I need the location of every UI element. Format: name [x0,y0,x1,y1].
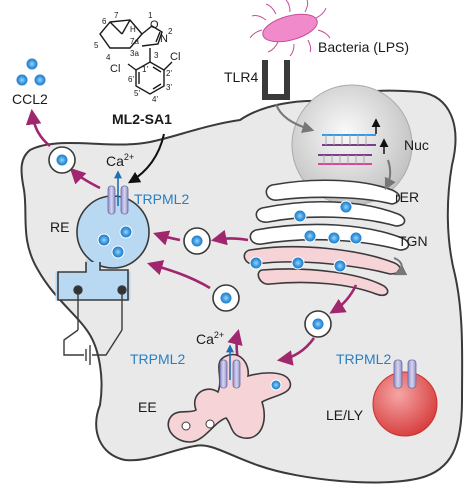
late-endosome-lysosome [372,371,438,437]
trpml2-channel-re-icon [107,170,129,215]
upper-vesicle-to-ccl2-arrow [25,108,51,148]
bacteria-icon [249,0,331,57]
patch-clamp-electrodes [63,285,127,365]
bacteria-label: Bacteria (LPS) [318,39,409,55]
compound-label: ML2-SA1 [112,111,172,127]
lely-label: LE/LY [326,407,364,423]
chem-n1p: 1' [142,65,148,74]
chem-n4p: 4' [152,95,158,104]
chem-o: O [150,19,159,31]
ccl2-label: CCL2 [12,91,48,107]
late-vesicle-to-ee-arrow [276,337,316,366]
trpml2-channel-ly-icon [393,359,417,389]
trpml2-re-label: TRPML2 [134,191,189,207]
chem-n2p: 2' [166,69,172,78]
early-endosome [167,353,292,443]
trpml2-ee-label: TRPML2 [130,351,185,367]
ca-re-label: Ca2+ [106,152,134,169]
er-vesicles [249,200,363,273]
chem-n3: 3 [154,51,159,60]
chem-n5: 5 [94,41,99,50]
ee-pit-2 [205,419,215,429]
chem-n4: 4 [106,53,111,62]
chem-n6p: 6' [128,75,134,84]
chem-cl-left: Cl [110,63,120,75]
re-label: RE [50,219,69,235]
chem-n2: 2 [168,27,173,36]
chem-n3a: 3a [130,49,139,58]
chem-n: N [160,33,168,45]
chem-n7: 7 [114,11,119,20]
vesicle-to-re-lower-arrow [147,260,211,290]
ee-label: EE [138,399,157,415]
ee-vesicle [270,379,282,391]
chem-n3p: 3' [166,83,172,92]
ca-ee-label: Ca2+ [196,330,224,347]
nuc-to-rer-arrow [384,159,396,191]
chem-cl-top: Cl [170,51,180,63]
chem-n1: 1 [148,11,153,20]
nucleus-label: Nuc [404,137,429,153]
compound-to-channel-arrow [127,133,165,184]
tgn-to-late-vesicle-arrow [329,284,358,314]
trpml2-ly-label: TRPML2 [336,351,391,367]
ml2-sa1-structure [99,19,173,95]
ee-pit-1 [181,421,191,431]
chem-n6: 6 [102,17,107,26]
transport-vesicles [48,146,332,338]
tgn-curve-arrow [393,257,408,276]
tlr4-label: TLR4 [224,69,258,85]
tlr4-receptor-icon [262,60,290,100]
re-to-upper-vesicle-arrow [69,167,101,190]
chem-h: H [130,25,136,34]
vesicle-to-re-arrow [153,230,181,246]
ccl2-molecules [15,57,47,87]
dna-strands [318,118,389,165]
rer-label: rER [395,189,419,205]
tgn-label: TGN [398,233,428,249]
tgn-to-vesicle-arrow [210,229,249,246]
tlr4-signal-arrow [275,103,315,133]
trpml2-channel-ee-icon [219,344,241,389]
chem-n7a: 7a [130,37,139,46]
chem-n5p: 5' [134,89,140,98]
